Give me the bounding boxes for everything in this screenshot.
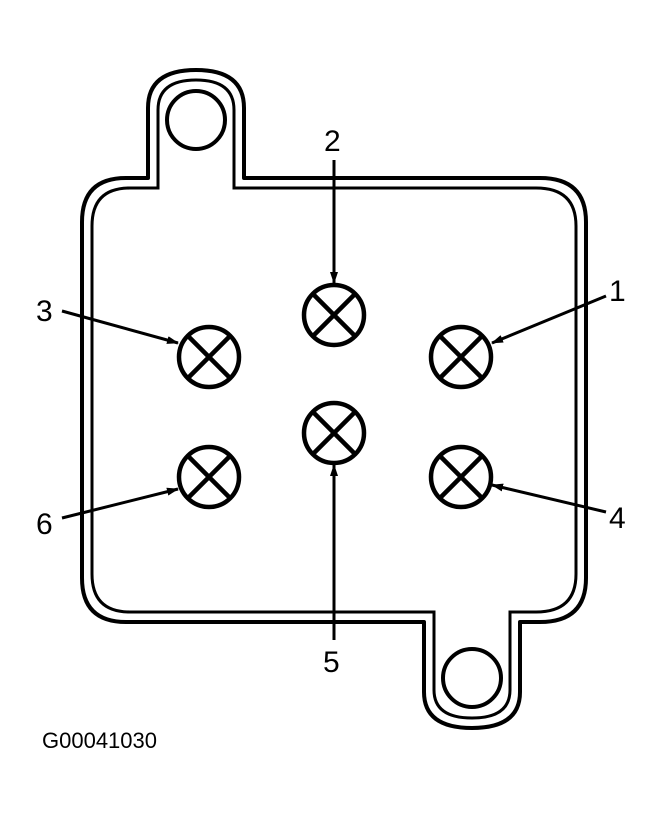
connector-body-inner — [90, 78, 578, 720]
terminal-4 — [428, 444, 494, 510]
terminal-1 — [428, 324, 494, 390]
leader-arrow-1 — [491, 294, 607, 345]
terminal-5 — [301, 400, 367, 466]
figure-code: G00041030 — [42, 728, 157, 753]
mounting-hole-top — [165, 89, 227, 151]
terminal-3 — [176, 324, 242, 390]
terminal-6 — [176, 444, 242, 510]
mounting-hole-bottom — [441, 647, 503, 709]
terminal-label-2: 2 — [324, 125, 341, 158]
leader-arrow-3 — [61, 309, 179, 345]
leader-arrow-4 — [491, 483, 607, 514]
terminal-label-4: 4 — [609, 502, 626, 535]
terminal-label-3: 3 — [36, 295, 53, 328]
terminal-label-5: 5 — [323, 646, 340, 679]
terminal-label-6: 6 — [36, 508, 53, 541]
leader-arrow-6 — [61, 487, 179, 520]
connector-body-outer — [80, 68, 588, 730]
terminal-label-1: 1 — [609, 275, 626, 308]
terminal-2 — [301, 282, 367, 348]
